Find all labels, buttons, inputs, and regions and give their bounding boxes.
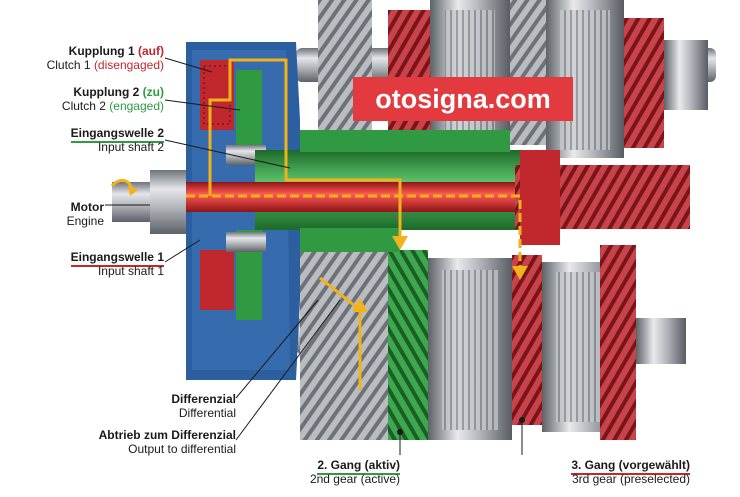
leader-input1	[164, 239, 201, 263]
label-differential: Differenzial Differential	[60, 392, 236, 420]
label-output: Abtrieb zum Differenzial Output to diffe…	[40, 428, 236, 456]
label-clutch-1: Kupplung 1 (auf) Clutch 1 (disengaged)	[18, 44, 164, 72]
power-flow-arrow-output	[352, 298, 368, 312]
power-flow-arrow-2nd	[392, 236, 408, 250]
engine-rotation-arrowhead	[128, 186, 138, 196]
lower-output-gear	[300, 250, 390, 440]
output-en: Output to differential	[128, 442, 236, 456]
input1-de: Eingangswelle 1	[70, 250, 164, 267]
leader-input2	[164, 139, 291, 169]
power-flow-input1	[186, 194, 522, 270]
leader-clutch1	[164, 57, 213, 73]
input-shaft-2-gear-top	[300, 130, 510, 152]
gear3-en: 3rd gear (preselected)	[571, 472, 690, 486]
gear2-en: 2nd gear (active)	[309, 472, 400, 486]
lower-shaft-end	[636, 318, 686, 364]
third-gear-red	[512, 255, 542, 425]
leader-clutch2	[164, 99, 241, 111]
clutch1-de: Kupplung 1	[68, 44, 135, 58]
gear3-de: 3. Gang (vorgewählt)	[571, 458, 690, 475]
clutch1-en-state: (disengaged)	[93, 58, 164, 72]
diff-de: Differenzial	[171, 392, 236, 406]
clutch1-de-state: (auf)	[138, 44, 164, 58]
clutch2-en-state: (engaged)	[109, 99, 164, 113]
clutch2-de: Kupplung 2	[73, 85, 140, 99]
input1-en: Input shaft 1	[97, 264, 164, 278]
clutch1-en: Clutch 1	[46, 58, 91, 72]
gear2-de: 2. Gang (aktiv)	[317, 458, 400, 475]
clutch2-en: Clutch 2	[61, 99, 106, 113]
label-third-gear: 3. Gang (vorgewählt) 3rd gear (preselect…	[522, 458, 690, 486]
clutch-hub-lower	[226, 232, 266, 252]
upper-shaft-end	[664, 40, 708, 110]
leader-lines	[105, 57, 523, 455]
motor-de: Motor	[70, 200, 104, 214]
label-input-shaft-1: Eingangswelle 1 Input shaft 1	[18, 250, 164, 278]
second-gear-green	[388, 250, 428, 440]
lower-synchro-2-ribs	[556, 272, 606, 422]
label-second-gear: 2. Gang (aktiv) 2nd gear (active)	[250, 458, 400, 486]
engine-flange	[150, 170, 186, 234]
clutch2-de-state: (zu)	[142, 85, 164, 99]
label-motor: Motor Engine	[18, 200, 104, 228]
clutch-1-discs-lower	[200, 250, 234, 310]
diff-en: Differential	[178, 406, 236, 420]
input2-de: Eingangswelle 2	[70, 126, 164, 143]
input-shaft-2-gear-bottom	[300, 228, 400, 252]
power-flow-arrow-3rd	[512, 266, 528, 280]
upper-gear-2	[510, 0, 546, 145]
power-flow-clutch2	[208, 58, 288, 196]
label-input-shaft-2: Eingangswelle 2 Input shaft 2	[18, 126, 164, 154]
lower-gear-red-2	[600, 245, 636, 440]
label-clutch-2: Kupplung 2 (zu) Clutch 2 (engaged)	[18, 85, 164, 113]
motor-en: Engine	[66, 214, 104, 228]
input2-en: Input shaft 2	[97, 140, 164, 154]
clutch-1-discs-upper	[200, 60, 234, 130]
leader-dot-gear2	[397, 429, 403, 435]
leader-dot-gear3	[519, 417, 525, 423]
output-de: Abtrieb zum Differenzial	[98, 428, 236, 442]
upper-gear-red-2	[624, 18, 664, 148]
leader-output	[235, 299, 341, 441]
input-shaft-1-gear-hub	[520, 150, 560, 245]
power-flow-input2	[284, 170, 402, 240]
leader-differential	[235, 299, 319, 399]
watermark-banner: otosigna.com	[353, 77, 573, 121]
lower-synchro-1-ribs	[442, 270, 498, 430]
